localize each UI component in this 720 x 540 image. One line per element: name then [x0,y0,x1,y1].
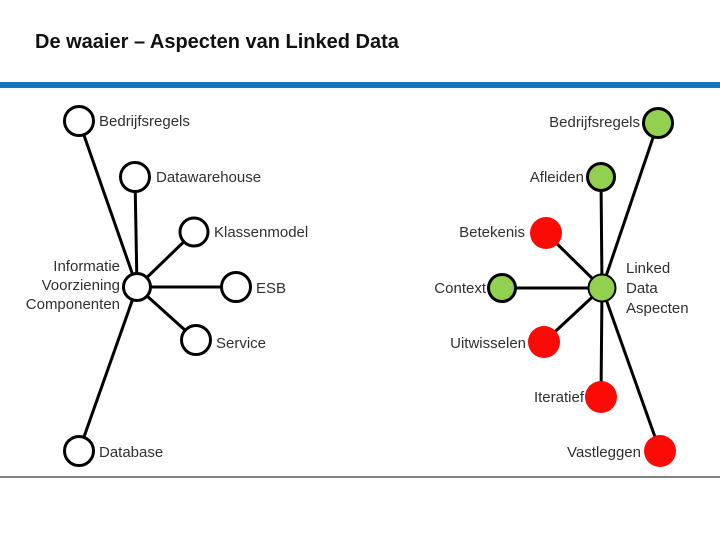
right-node-label: Bedrijfsregels [549,114,640,131]
left-node-circle-bedrijfsregels [63,105,95,137]
left-hub-label-line: Informatie [53,258,120,275]
left-node-label: Datawarehouse [156,169,261,186]
right-hub-label-line: Aspecten [626,300,689,317]
left-diagram: Bedrijfsregels Datawarehouse Klassenmode… [26,105,308,467]
left-spoke-database-line [77,286,139,452]
left-node-circle-klassenmodel [178,216,210,248]
left-node-circle-service [180,324,212,356]
right-node-label: Context [434,280,487,297]
left-node-label: Database [99,444,163,461]
left-node-circle-esb [220,271,252,303]
right-node-label: Uitwisselen [450,335,526,352]
right-node-circle-betekenis [530,217,562,249]
left-node-circle-database [63,435,95,467]
right-spoke-vastleggen-line [600,287,662,452]
right-node-label: Iteratief [534,389,585,406]
right-node-circle-uitwisselen [528,326,560,358]
left-spoke-datawarehouse-line [133,176,139,288]
right-node-circle-vastleggen [644,435,676,467]
right-node-label: Betekenis [459,224,525,241]
right-diagram: Bedrijfsregels Afleiden Betekenis Contex… [434,107,689,467]
right-hub-label-line: Linked [626,260,670,277]
right-node-circle-bedrijfsregels [642,107,674,139]
left-spoke-bedrijfsregels-line [77,120,139,288]
right-spoke-bedrijfsregels-line [600,122,660,289]
slide-title: De waaier – Aspecten van Linked Data [35,31,399,53]
right-node-label: Afleiden [530,169,584,186]
title-accent-rule [0,82,720,88]
right-hub-label-line: Data [626,280,658,297]
right-node-circle-iteratief [585,381,617,413]
right-hub-circle [587,273,617,303]
right-node-circle-afleiden [586,162,616,192]
right-spoke-iteratief-line [599,287,604,398]
left-hub-label-line: Componenten [26,296,120,313]
left-node-label: Service [216,335,266,352]
left-node-label: ESB [256,280,286,297]
right-node-circle-context [487,273,517,303]
right-spoke-afleiden-line [599,176,604,289]
right-node-label: Vastleggen [567,444,641,461]
left-node-label: Klassenmodel [214,224,308,241]
left-node-label: Bedrijfsregels [99,113,190,130]
left-node-circle-datawarehouse [119,161,151,193]
left-hub-circle [122,272,152,302]
left-hub-label-line: Voorziening [42,277,120,294]
footer-rule [0,476,720,478]
